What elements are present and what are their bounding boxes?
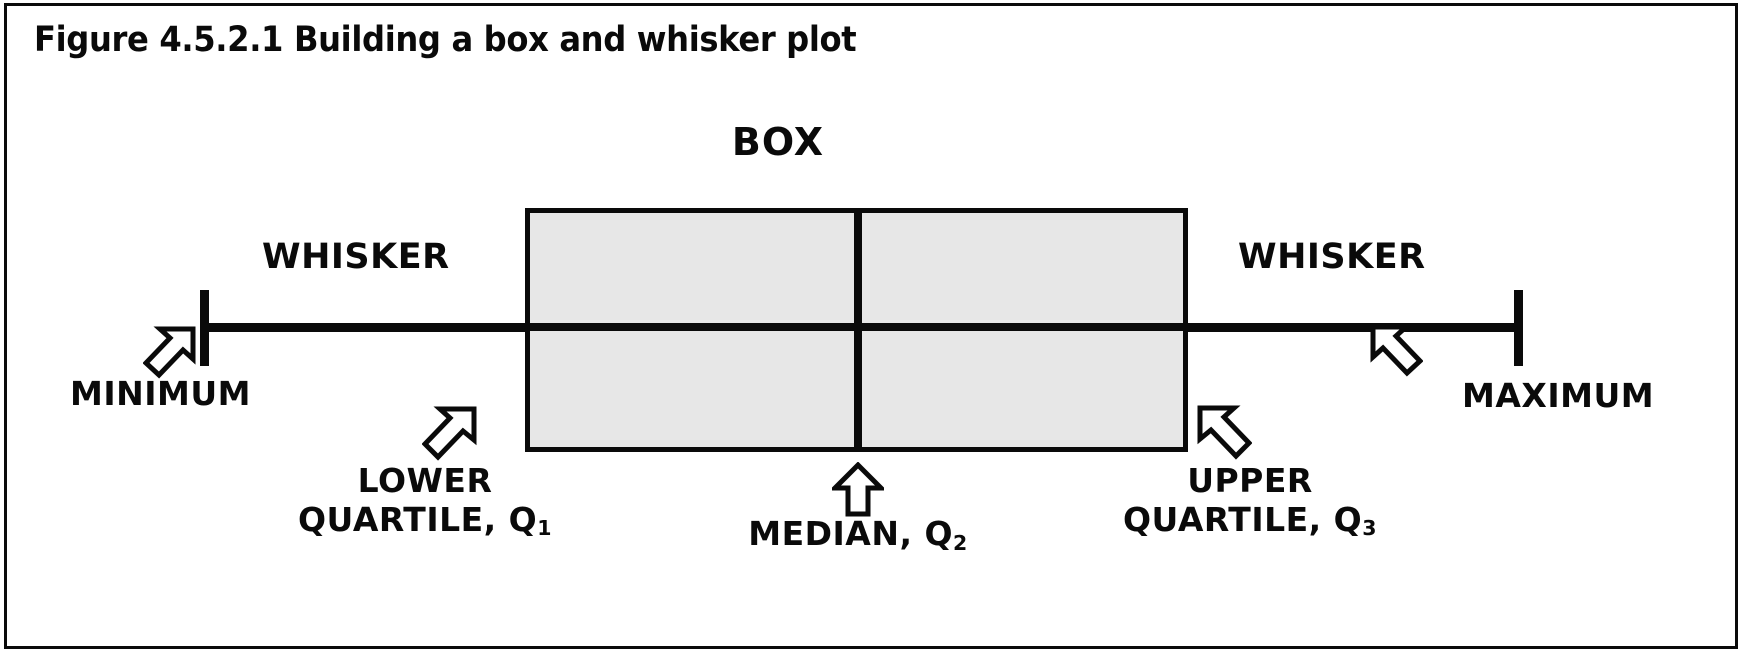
label-lower-quartile-line1: LOWER [357, 461, 493, 500]
label-lower-quartile-line2: QUARTILE, Q1 [245, 499, 605, 541]
label-upper-quartile-text: QUARTILE, Q [1123, 499, 1363, 539]
right-whisker-line [1185, 323, 1523, 332]
figure-title: Figure 4.5.2.1 Building a box and whiske… [34, 20, 857, 60]
label-upper-quartile: UPPER QUARTILE, Q3 [1070, 461, 1430, 541]
box-label: BOX [731, 120, 825, 164]
label-median-subscript: 2 [953, 530, 968, 555]
maximum-arrow-icon [1363, 323, 1423, 378]
lower-quartile-arrow-icon [422, 405, 484, 463]
label-lower-quartile: LOWER QUARTILE, Q1 [245, 461, 605, 541]
label-upper-quartile-subscript: 3 [1362, 516, 1377, 541]
label-whisker-left: WHISKER [262, 237, 450, 277]
label-median: MEDIAN, Q2 [678, 514, 1038, 555]
label-lower-quartile-subscript: 1 [537, 516, 552, 541]
minimum-cap [200, 290, 209, 366]
maximum-cap [1514, 290, 1523, 366]
axis-line-through-box [525, 323, 1188, 331]
median-arrow-icon [832, 462, 884, 518]
label-minimum: MINIMUM [70, 374, 251, 413]
label-lower-quartile-text: QUARTILE, Q [298, 499, 538, 539]
label-whisker-right: WHISKER [1238, 237, 1426, 277]
left-whisker-line [200, 323, 530, 332]
upper-quartile-arrow-icon [1190, 404, 1252, 462]
label-median-text: MEDIAN, Q [748, 514, 954, 553]
minimum-arrow-icon [143, 325, 203, 380]
label-upper-quartile-line1: UPPER [1187, 461, 1313, 500]
label-maximum: MAXIMUM [1462, 376, 1655, 415]
label-upper-quartile-line2: QUARTILE, Q3 [1070, 499, 1430, 541]
